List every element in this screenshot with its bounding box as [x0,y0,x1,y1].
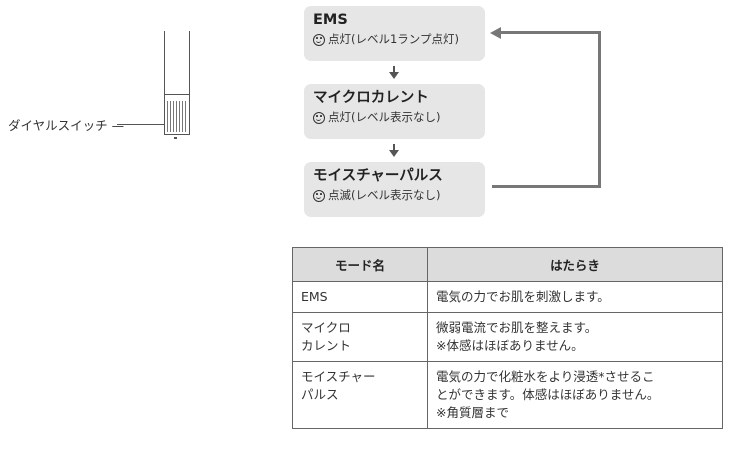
mode-status-text: 点灯(レベル表示なし) [328,110,441,124]
dial-switch-graphic [164,94,190,135]
handle-left-edge [164,31,165,94]
mode-function-cell: 電気の力でお肌を刺激します。 [427,281,723,313]
cell-line: マイクロ [301,320,351,335]
cell-line: ※体感はほぼありません。 [436,338,584,353]
mode-name-cell: EMS [292,281,428,313]
mode-status: 点灯(レベル1ランプ点灯) [313,31,476,48]
smile-icon [313,33,325,46]
mode-title: EMS [313,12,348,28]
handle-right-edge [189,31,190,94]
mode-function-cell: 電気の力で化粧水をより浸透*させるこ とができます。体感はほぼありません。 ※角… [427,361,723,429]
dial-switch-label: ダイヤルスイッチ — [8,118,125,133]
mode-description-table: モード名 はたらき EMS 電気の力でお肌を刺激します。 マイクロ カレント 微… [292,247,723,429]
cell-line: 電気の力で化粧水をより浸透*させるこ [436,369,655,384]
mode-status: 点灯(レベル表示なし) [313,109,476,126]
column-header-function: はたらき [427,247,723,282]
table-row: EMS 電気の力でお肌を刺激します。 [292,281,723,313]
arrow-left-icon [490,27,501,39]
cell-line: パルス [301,387,339,402]
mode-status-text: 点滅(レベル表示なし) [328,188,441,202]
column-header-mode-name: モード名 [292,247,428,282]
cell-line: EMS [301,289,328,304]
table-header-row: モード名 はたらき [292,247,723,282]
loop-bottom-segment [492,185,601,188]
cell-line: カレント [301,338,352,353]
mode-name-cell: マイクロ カレント [292,312,428,362]
down-arrow-icon [389,144,399,157]
table-row: モイスチャー パルス 電気の力で化粧水をより浸透*させるこ とができます。体感は… [292,361,723,429]
cell-line: 電気の力でお肌を刺激します。 [436,289,610,304]
mode-title: マイクロカレント [313,90,429,106]
table-row: マイクロ カレント 微弱電流でお肌を整えます。 ※体感はほぼありません。 [292,312,723,362]
loop-vertical-segment [598,31,601,188]
cell-line: とができます。体感はほぼありません。 [436,387,660,402]
dial-leader-line [117,124,164,125]
down-arrow-icon [389,66,399,79]
cell-line: ※角質層まで [436,405,509,420]
mode-box-moisture-pulse: モイスチャーパルス 点滅(レベル表示なし) [304,162,485,217]
mode-name-cell: モイスチャー パルス [292,361,428,429]
cell-line: モイスチャー [301,369,376,384]
smile-icon [313,189,325,202]
smile-icon [313,111,325,124]
mode-function-cell: 微弱電流でお肌を整えます。 ※体感はほぼありません。 [427,312,723,362]
cell-line: 微弱電流でお肌を整えます。 [436,320,598,335]
dial-indicator-mark [174,137,177,139]
mode-status: 点滅(レベル表示なし) [313,187,476,204]
loop-top-segment [499,31,601,34]
mode-box-ems: EMS 点灯(レベル1ランプ点灯) [304,6,485,61]
mode-status-text: 点灯(レベル1ランプ点灯) [328,32,459,46]
mode-title: モイスチャーパルス [313,168,443,184]
mode-box-microcurrent: マイクロカレント 点灯(レベル表示なし) [304,84,485,139]
